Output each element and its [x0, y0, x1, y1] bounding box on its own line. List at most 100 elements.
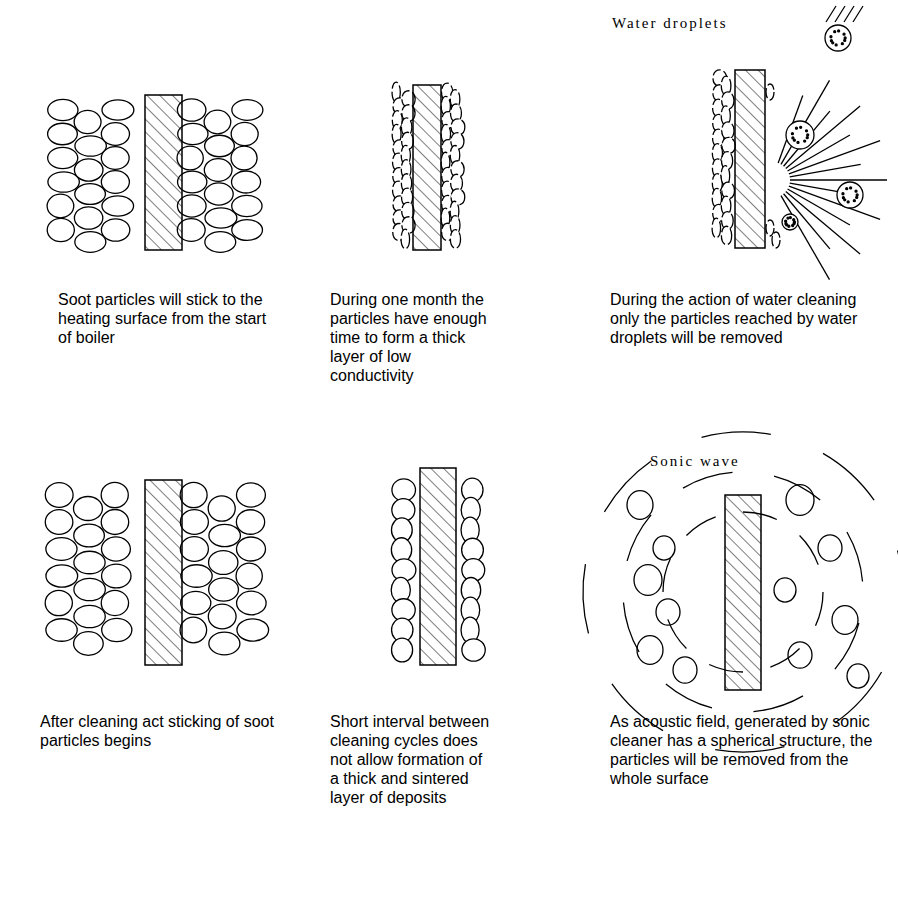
sonic-wave-arc: [743, 512, 777, 519]
water-jet: [790, 164, 861, 177]
sonic-wave-arc: [823, 453, 874, 500]
soot-particle: [627, 491, 653, 520]
soot-particle: [209, 551, 238, 575]
soot-particle: [236, 563, 262, 589]
sonic-wave-arc: [604, 461, 651, 512]
soot-particle: [204, 183, 233, 205]
soot-particle: [74, 207, 102, 229]
soot-particle: [101, 171, 129, 194]
illustration-label: Water droplets: [612, 14, 802, 33]
soot-particle: [205, 135, 235, 157]
soot-particle: [101, 147, 129, 170]
sonic-wave-arc: [686, 517, 715, 536]
soot-particle: [48, 147, 78, 168]
soot-particle: [637, 636, 663, 665]
water-jet: [781, 196, 830, 280]
sonic-wave-arc: [583, 564, 588, 633]
caption-text: During one month the particles have enou…: [330, 290, 490, 385]
soot-particle: [818, 535, 842, 561]
droplet-motion: [826, 6, 836, 22]
soot-particle: [75, 136, 106, 156]
sonic-wave-arc: [800, 535, 819, 564]
soot-particle: [774, 578, 796, 602]
soot-particle: [46, 565, 78, 587]
droplet-motion: [844, 6, 854, 22]
soot-particle: [721, 226, 731, 244]
soot-particle: [101, 509, 128, 534]
soot-particle: [786, 485, 814, 516]
soot-particle: [232, 195, 262, 216]
sonic-wave-arc: [709, 665, 743, 672]
caption-text: After cleaning act sticking of soot part…: [40, 712, 290, 750]
soot-particle: [231, 122, 258, 145]
soot-particle: [209, 578, 239, 601]
sonic-wave-arc: [663, 558, 670, 592]
soot-particle: [208, 496, 235, 521]
soot-particle: [180, 617, 207, 643]
sonic-wave-arc: [702, 432, 771, 437]
sonic-wave-arc: [627, 515, 651, 561]
soot-particle: [392, 638, 413, 662]
soot-particle: [74, 632, 104, 656]
soot-particle: [462, 639, 485, 661]
sonic-wave-arc: [623, 602, 639, 652]
water-jet: [789, 186, 880, 219]
soot-particle: [232, 171, 261, 193]
soot-particle: [653, 536, 675, 560]
soot-particle: [832, 606, 858, 635]
soot-particle: [450, 230, 460, 249]
soot-particle: [712, 218, 720, 238]
droplet-motion: [835, 6, 845, 22]
soot-particle: [73, 496, 102, 520]
soot-particle: [232, 220, 263, 241]
soot-particle: [401, 229, 409, 249]
caption-text: Soot particles will stick to the heating…: [58, 290, 278, 347]
sonic-wave-arc: [666, 684, 712, 708]
water-jet: [786, 106, 860, 168]
caption-text: During the action of water cleaning only…: [610, 290, 882, 347]
sonic-wave-arc: [683, 472, 733, 488]
soot-particle: [766, 220, 774, 236]
soot-particle: [180, 510, 208, 535]
water-jet: [790, 179, 887, 180]
soot-particle: [205, 208, 237, 228]
soot-particle: [209, 632, 240, 655]
sonic-wave-arc: [770, 649, 799, 668]
soot-particle: [102, 564, 131, 588]
soot-particle: [232, 100, 263, 121]
soot-particle: [209, 524, 241, 546]
droplet-motion: [853, 6, 863, 22]
soot-particle: [48, 172, 79, 192]
water-droplet: [786, 121, 814, 149]
soot-particle: [236, 510, 264, 534]
soot-particle: [205, 232, 236, 253]
soot-particle: [47, 218, 74, 241]
soot-particle: [74, 605, 105, 627]
sonic-wave-arc: [847, 532, 863, 582]
soot-particle: [47, 194, 74, 218]
soot-particle: [102, 618, 132, 641]
water-droplet: [825, 25, 851, 51]
soot-particle: [231, 146, 257, 170]
soot-particle: [101, 537, 130, 561]
soot-particle: [237, 619, 269, 641]
soot-particle: [181, 591, 211, 614]
soot-particle: [74, 551, 105, 573]
soot-particle: [236, 483, 265, 507]
heating-surface: [413, 85, 441, 250]
soot-particle: [847, 664, 869, 688]
soot-particle: [74, 159, 103, 181]
caption-text: Short interval between cleaning cycles d…: [330, 712, 490, 807]
soot-particle: [392, 479, 416, 501]
soot-particle: [74, 578, 105, 600]
soot-particle: [181, 565, 212, 587]
sonic-wave-arc: [774, 476, 820, 500]
soot-particle: [102, 100, 134, 120]
soot-particle: [634, 565, 662, 596]
heating-surface: [735, 70, 765, 248]
water-jet: [784, 111, 830, 166]
soot-particle: [180, 537, 208, 562]
soot-particle: [101, 590, 128, 615]
soot-particle: [673, 657, 697, 683]
